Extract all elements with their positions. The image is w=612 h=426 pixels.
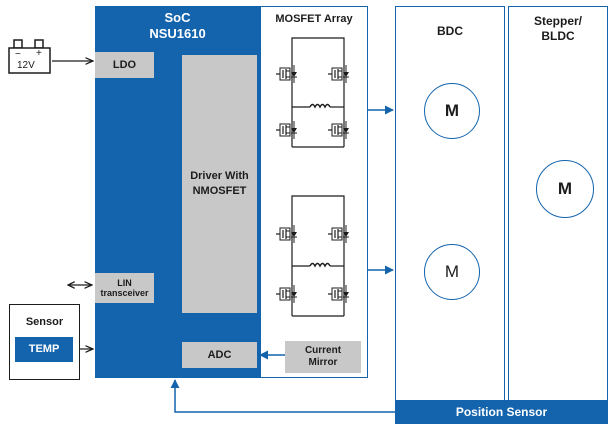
battery-plus: + [36,48,42,59]
temp-block: TEMP [15,337,73,362]
current-mirror-line2: Mirror [308,357,338,368]
temp-label: TEMP [28,343,60,355]
battery-voltage: 12V [17,60,35,71]
position-sensor-bar: Position Sensor [395,400,608,424]
motor-symbol: M [444,262,460,281]
bdc-column [395,6,505,402]
mosfet-array-title: MOSFET Array [275,13,353,25]
stepper-motor: M [536,160,594,218]
stepper-label: Stepper/ BLDC [508,14,608,44]
stepper-label-line2: BLDC [541,29,575,43]
driver-label-line2: NMOSFET [192,185,247,197]
stepper-label-line1: Stepper/ [533,14,582,28]
adc-block: ADC [182,342,257,368]
driver-block: Driver With NMOSFET [182,55,257,313]
ldo-label: LDO [112,59,137,71]
bdc-motor-2: M [424,244,480,300]
battery-icon: − + 12V [8,39,52,75]
motor-symbol: M [557,179,573,198]
sensor-title: Sensor [25,316,64,328]
soc-title-line2: NSU1610 [149,26,206,41]
bdc-label: BDC [437,24,463,38]
soc-title-line1: SoC [164,10,191,25]
ldo-block: LDO [95,52,154,78]
lin-label-line1: LIN [117,278,132,288]
position-sensor-label: Position Sensor [455,405,548,419]
mosfet-array-block [260,6,368,378]
soc-title: SoC NSU1610 [95,10,260,42]
lin-label-line2: transceiver [100,288,149,298]
adc-label: ADC [207,349,232,361]
battery-minus: − [15,49,21,60]
motor-symbol: M [444,101,460,120]
lin-transceiver-block: LIN transceiver [95,273,154,303]
current-mirror-line1: Current [304,345,342,356]
driver-label-line1: Driver With [190,170,249,182]
current-mirror-block: Current Mirror [285,341,361,373]
bdc-motor-1: M [424,83,480,139]
